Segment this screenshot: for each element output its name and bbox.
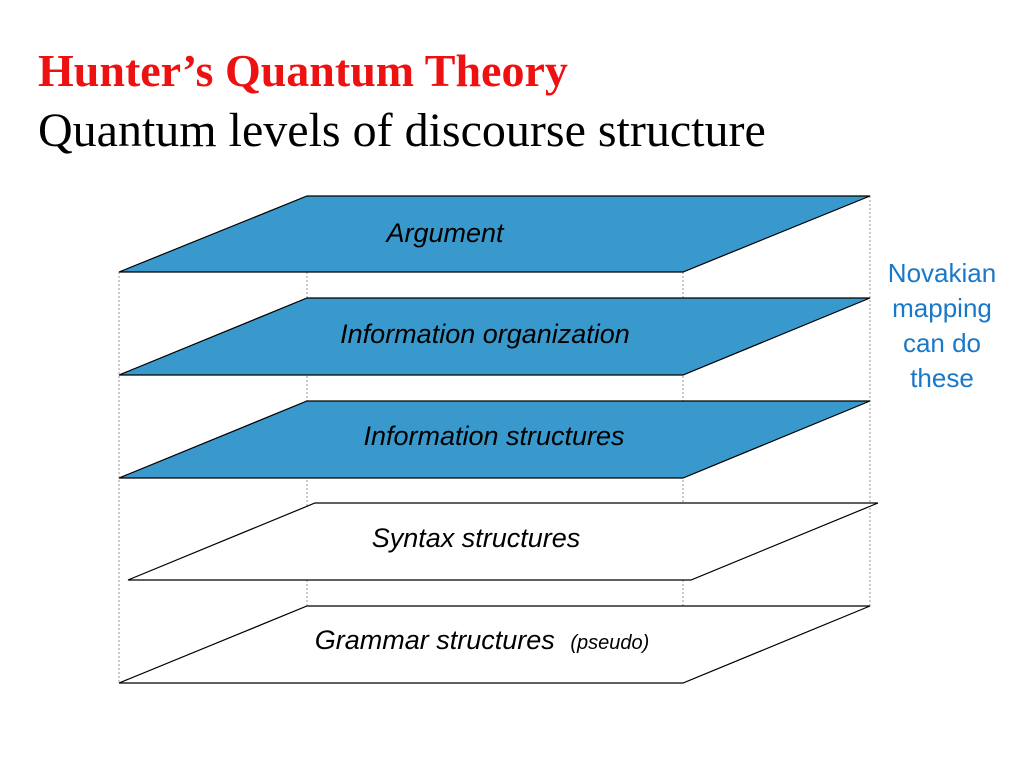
note-line: these — [910, 363, 974, 393]
layer-plane — [118, 297, 871, 376]
title-block: Hunter’s Quantum Theory Quantum levels o… — [38, 42, 1018, 160]
layer-label-suffix: (pseudo) — [570, 632, 649, 654]
layer-plane — [118, 400, 871, 479]
layer-label: Information structures — [363, 421, 624, 451]
slide-title: Hunter’s Quantum Theory — [38, 45, 568, 96]
layer-plane — [127, 502, 879, 581]
layer-label: Information organization — [340, 319, 630, 349]
note-line: Novakian — [887, 258, 997, 288]
note-line: mapping — [892, 293, 992, 323]
layer-plane — [118, 195, 871, 273]
layer-information-structures: Information structures — [118, 400, 871, 479]
layer-information-organization: Information organization — [118, 297, 871, 376]
layer-syntax-structures: Syntax structures — [127, 502, 879, 581]
layer-grammar-structures: Grammar structures (pseudo) — [118, 605, 871, 684]
slide-subtitle: Quantum levels of discourse structure — [38, 104, 766, 157]
layer-argument: Argument — [118, 195, 871, 273]
note-line: can do — [902, 328, 982, 358]
layer-label: Grammar structures — [315, 625, 555, 655]
layer-label: Argument — [384, 218, 505, 248]
svg-text:Grammar structures (pseu: Grammar structures (pseudo) — [315, 625, 650, 655]
layer-label: Syntax structures — [372, 523, 581, 553]
layer-plane — [118, 605, 871, 684]
novakian-note: Novakian mapping can do these — [864, 256, 1020, 396]
